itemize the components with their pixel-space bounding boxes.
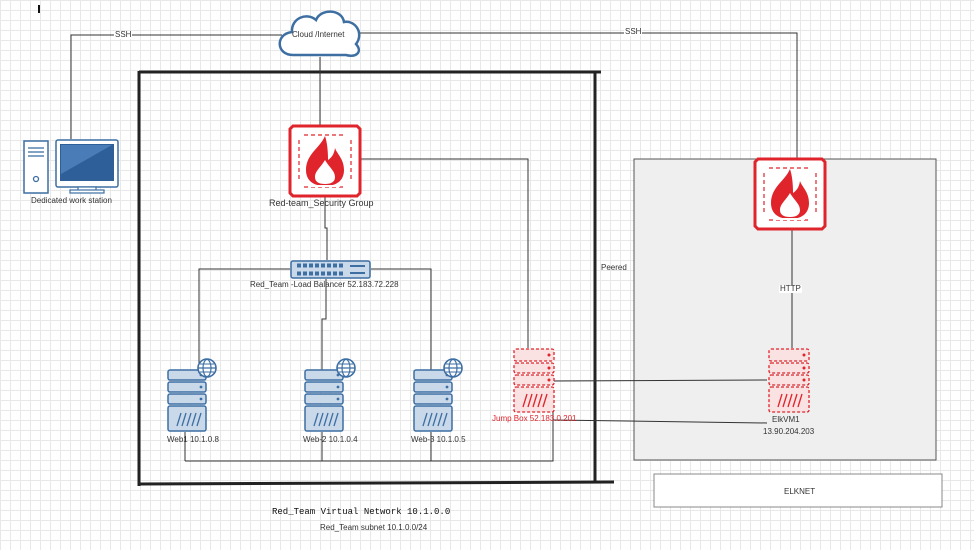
web2-globe-icon xyxy=(336,358,356,378)
web2-label: Web-2 10.1.0.4 xyxy=(303,435,358,444)
lb-to-web1-link xyxy=(198,268,290,370)
cloud-label: Cloud /Internet xyxy=(292,30,345,39)
jumpbox-to-elk-peer-link-upper xyxy=(552,379,768,382)
elk-name-label: ElkVM1 xyxy=(772,415,800,424)
lb-to-web3-link xyxy=(371,268,432,370)
subnet-label: Red_Team subnet 10.1.0.0/24 xyxy=(320,523,428,532)
load-balancer-label: Red_Team -Load Balancer 52.183.72.228 xyxy=(250,280,399,289)
peered-label: Peered xyxy=(601,263,627,272)
ssh-elk-link xyxy=(355,32,798,159)
jumpbox-to-elk-peer-link-lower xyxy=(552,419,768,424)
vnet-title: Red_Team Virtual Network 10.1.0.0 xyxy=(272,507,451,517)
cursor-marker xyxy=(38,5,40,13)
firewall-icon xyxy=(288,124,362,198)
http-label: HTTP xyxy=(779,284,802,293)
elknet-box xyxy=(653,473,943,508)
web3-server-icon xyxy=(413,369,453,432)
firewall-to-lb-link xyxy=(324,196,328,260)
ssh-left-label: SSH xyxy=(114,30,133,39)
ssh-workstation-link xyxy=(70,34,282,139)
lb-to-web2-link xyxy=(321,279,327,370)
switch-icon xyxy=(290,260,371,279)
web3-label: Web-3 10.1.0.5 xyxy=(411,435,466,444)
ssh-right-label: SSH xyxy=(624,27,643,36)
elk-ip-label: 13.90.204.203 xyxy=(763,427,815,436)
connection-lines xyxy=(70,32,798,462)
security-group-label: Red-team_Security Group xyxy=(269,198,374,208)
elk-server-icon xyxy=(768,348,810,413)
firewall-to-jumpbox-link xyxy=(355,158,529,348)
workstation-label: Dedicated work station xyxy=(31,196,112,205)
bottom-bus-link xyxy=(185,404,554,462)
jump-box-server-icon xyxy=(513,348,555,413)
web3-globe-icon xyxy=(443,358,463,378)
jump-box-label: Jump Box 52.183.0.201 xyxy=(492,414,577,423)
cloud-icon xyxy=(278,10,361,57)
web1-globe-icon xyxy=(197,358,217,378)
web2-server-icon xyxy=(304,369,344,432)
elknet-label: ELKNET xyxy=(784,487,816,496)
virtual-network-border xyxy=(137,70,615,486)
web1-server-icon xyxy=(167,369,207,432)
elk-firewall-icon xyxy=(753,157,827,231)
computer-icon xyxy=(23,139,119,194)
web1-label: Web1 10.1.0.8 xyxy=(167,435,219,444)
